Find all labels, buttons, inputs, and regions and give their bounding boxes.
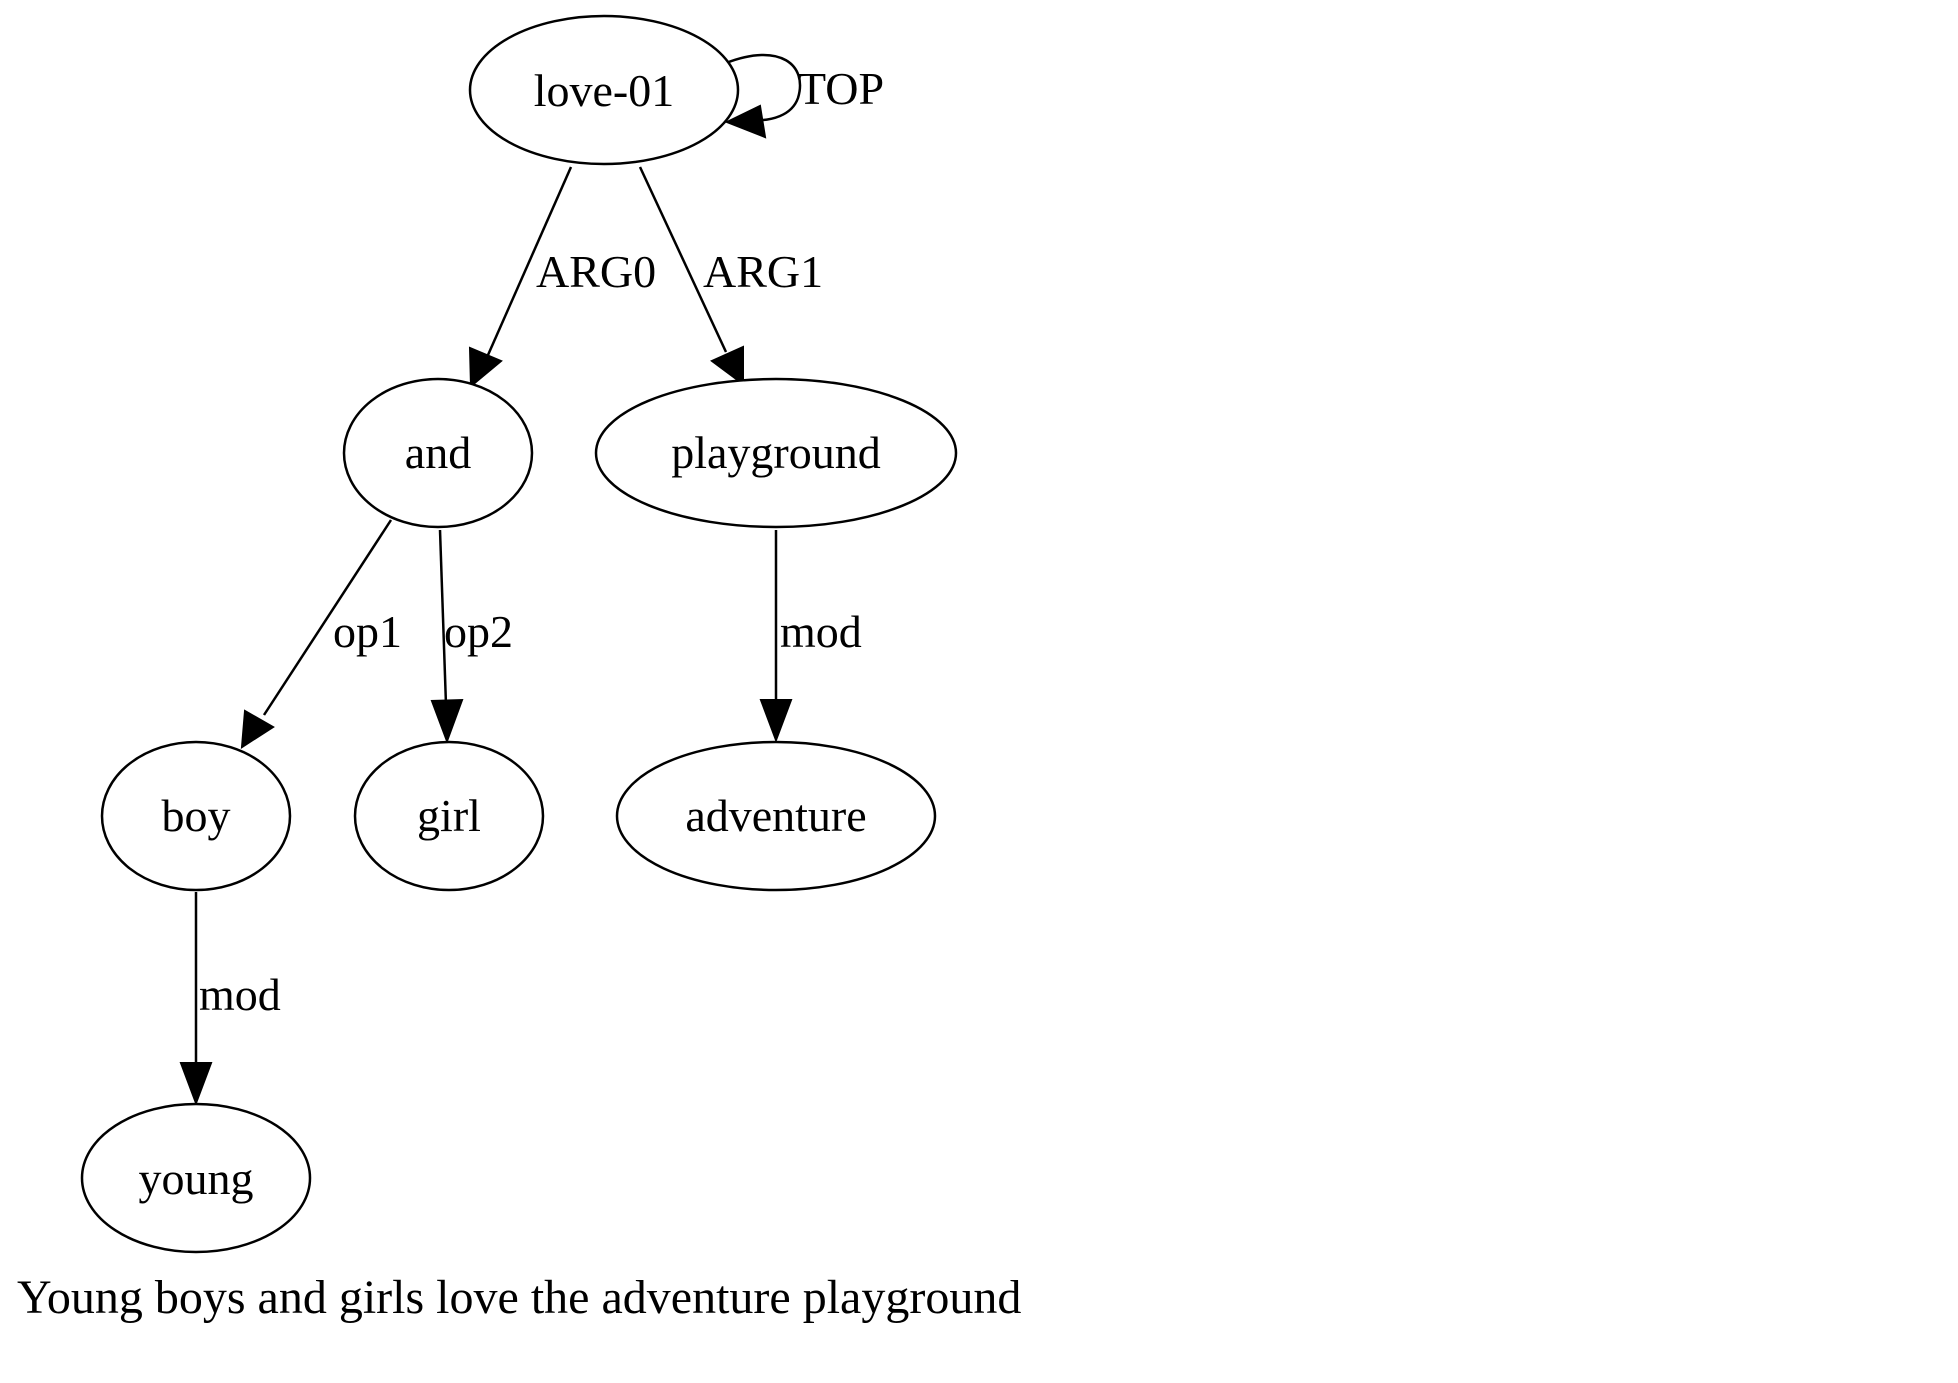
node-label-and: and xyxy=(405,427,471,478)
node-boy: boy xyxy=(100,740,292,892)
node-young: young xyxy=(80,1102,312,1254)
edge-label-mod-playground: mod xyxy=(780,606,862,657)
sentence-caption: Young boys and girls love the adventure … xyxy=(17,1271,1022,1324)
edge-label-op1: op1 xyxy=(333,606,402,657)
edge-label-top: TOP xyxy=(798,63,884,114)
edge-label-arg0: ARG0 xyxy=(536,246,656,297)
edge-label-op2: op2 xyxy=(444,606,513,657)
edge-op1: op1 xyxy=(240,519,402,749)
node-label-girl: girl xyxy=(417,790,481,841)
node-playground: playground xyxy=(594,377,958,529)
node-love-01: love-01 xyxy=(468,14,740,166)
node-label-playground: playground xyxy=(671,427,881,478)
edge-top: TOP xyxy=(724,53,884,139)
node-label-adventure: adventure xyxy=(685,790,866,841)
edge-label-arg1: ARG1 xyxy=(703,246,823,297)
node-girl: girl xyxy=(353,740,545,892)
edge-mod-boy: mod xyxy=(179,892,281,1106)
node-label-boy: boy xyxy=(162,790,231,841)
node-label-young: young xyxy=(139,1153,254,1204)
edge-mod-playground: mod xyxy=(759,530,862,743)
node-label-love-01: love-01 xyxy=(534,65,675,116)
edge-op2: op2 xyxy=(430,529,513,744)
node-adventure: adventure xyxy=(615,740,937,892)
node-and: and xyxy=(342,377,534,529)
edge-arg0: ARG0 xyxy=(468,166,656,389)
edge-arg1: ARG1 xyxy=(638,166,823,386)
edge-label-mod-boy: mod xyxy=(199,969,281,1020)
